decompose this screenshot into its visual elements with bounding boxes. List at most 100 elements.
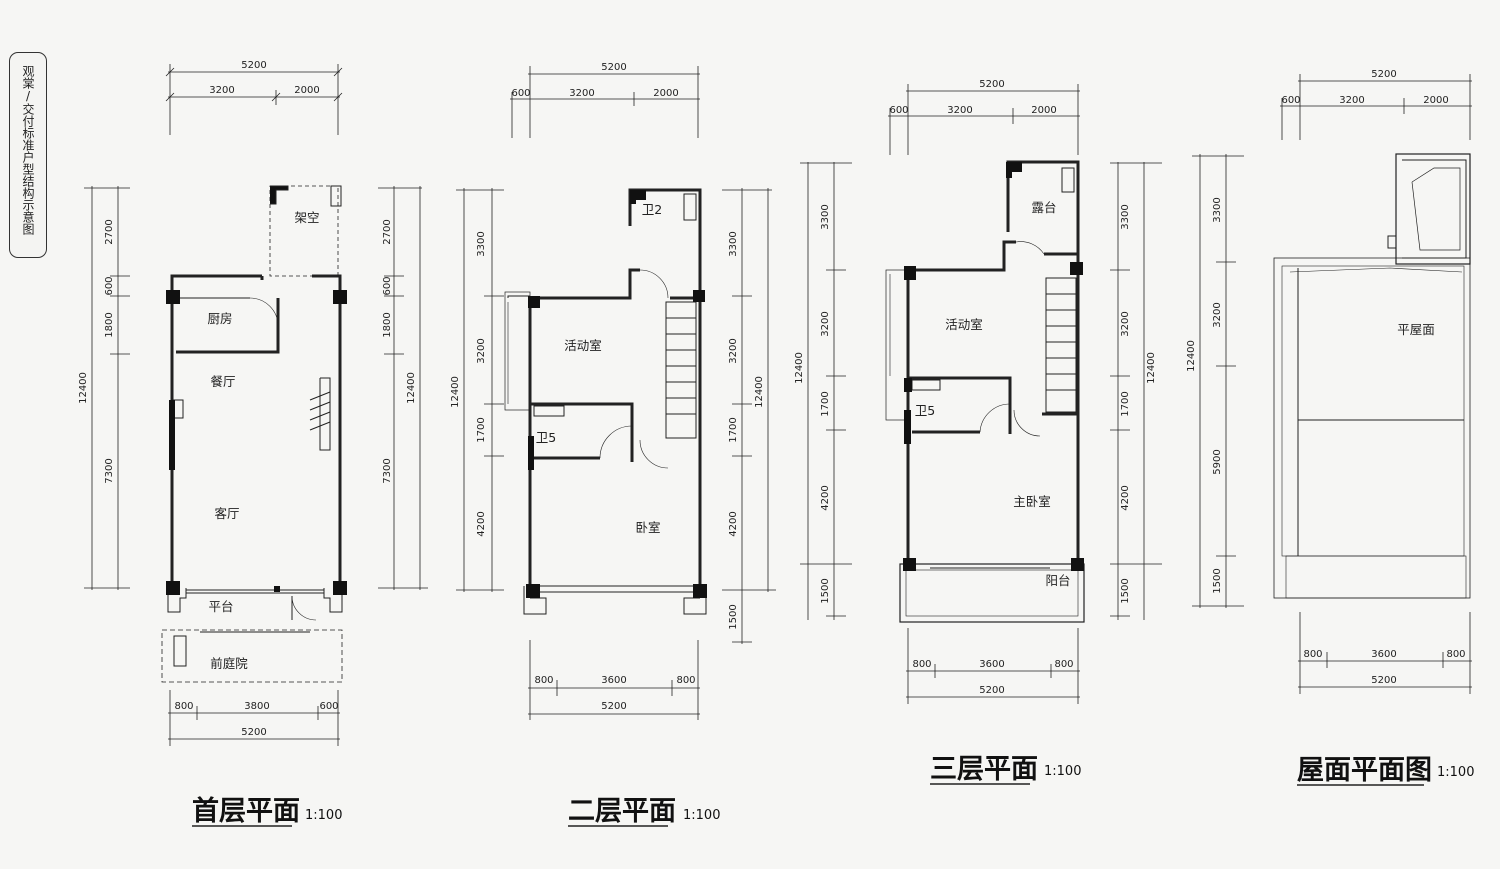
drawing-title-text: 观棠/交付标准户型结构示意图 (21, 65, 35, 235)
plan1-right-part: 600 (382, 276, 393, 295)
plan3-top-dimension (888, 84, 1080, 155)
plan4-bottom-dimension (1298, 612, 1472, 694)
plan2-top-total: 5200 (601, 62, 626, 73)
plan3-right-part: 3300 (1120, 204, 1131, 229)
plan-second-floor (456, 66, 776, 720)
plan3-left-total: 12400 (794, 352, 805, 384)
plan1-top-total: 5200 (241, 60, 266, 71)
plan1-left-dimension (84, 186, 130, 590)
plan2-bottom-part: 800 (534, 675, 553, 686)
plan1-left-part: 2700 (104, 219, 115, 244)
plan3-walls (906, 160, 1080, 564)
plan3-columns (903, 162, 1084, 571)
room-label: 餐厅 (210, 374, 235, 389)
plan1-top-dimension (165, 64, 343, 135)
plan4-scale: 1:100 (1437, 765, 1474, 780)
plan4-bottom-part: 800 (1303, 649, 1322, 660)
room-label: 平台 (208, 599, 233, 614)
plan4-outline (1273, 153, 1471, 599)
room-label: 露台 (1031, 200, 1056, 215)
plan1-title: 首层平面 (192, 795, 300, 827)
plan3-bottom-part: 800 (912, 659, 931, 670)
plan4-top-part: 600 (1281, 95, 1300, 106)
plan4-top-part: 2000 (1423, 95, 1448, 106)
plan2-right-part: 4200 (728, 511, 739, 536)
plan3-bottom-total: 5200 (979, 685, 1004, 696)
room-label: 主卧室 (1013, 494, 1051, 509)
plan2-bottom-part: 3600 (601, 675, 626, 686)
plan1-left-part: 1800 (104, 312, 115, 337)
plan2-walls (528, 188, 702, 588)
plan3-thin-lines (885, 167, 1085, 623)
plan3-right-part: 3200 (1120, 311, 1131, 336)
plan4-bottom-part: 3600 (1371, 649, 1396, 660)
plan1-walls (170, 274, 342, 588)
room-label: 活动室 (564, 338, 602, 353)
plan3-top-part: 2000 (1031, 105, 1056, 116)
plan2-scale: 1:100 (683, 808, 720, 823)
plan4-bottom-total: 5200 (1371, 675, 1396, 686)
plan3-top-part: 600 (889, 105, 908, 116)
plan3-bottom-part: 800 (1054, 659, 1073, 670)
plan1-bottom-part: 3800 (244, 701, 269, 712)
plan1-right-total: 12400 (406, 372, 417, 404)
plan1-bottom-part: 800 (174, 701, 193, 712)
plan1-left-total: 12400 (78, 372, 89, 404)
plan1-thin-lines (161, 185, 343, 683)
plan1-left-part: 7300 (104, 458, 115, 483)
plan3-right-part: 4200 (1120, 485, 1131, 510)
room-label: 阳台 (1045, 573, 1070, 588)
plan3-left-part: 1500 (820, 578, 831, 603)
plan2-right-part: 3300 (728, 231, 739, 256)
plan2-left-part: 1700 (476, 417, 487, 442)
plan-ground-floor (84, 64, 428, 746)
plan2-title: 二层平面 (568, 796, 676, 827)
room-label: 平屋面 (1397, 322, 1435, 337)
room-label: 架空 (294, 210, 319, 225)
plan3-left-part: 3300 (820, 204, 831, 229)
plan4-left-part: 1500 (1212, 568, 1223, 593)
plan1-bottom-dimension (168, 690, 340, 746)
plan3-right-part: 1700 (1120, 391, 1131, 416)
plan2-right-dimension (722, 188, 776, 644)
plan3-bottom-part: 3600 (979, 659, 1004, 670)
plan2-columns (526, 190, 707, 598)
plan4-left-part: 3300 (1212, 197, 1223, 222)
plan4-left-total: 12400 (1186, 340, 1197, 372)
plan2-bottom-dimension (528, 640, 700, 720)
plan2-left-part: 4200 (476, 511, 487, 536)
plan3-left-part: 1700 (820, 391, 831, 416)
plan3-right-dimension (1110, 162, 1162, 620)
plan1-top-part: 3200 (209, 85, 234, 96)
plan1-right-part: 1800 (382, 312, 393, 337)
plan2-right-part: 1700 (728, 417, 739, 442)
plan4-top-dimension (1280, 74, 1472, 140)
room-label: 厨房 (207, 311, 232, 326)
plan-roof (1192, 74, 1472, 694)
plan3-left-part: 4200 (820, 485, 831, 510)
plan4-left-part: 5900 (1212, 449, 1223, 474)
plan3-right-total: 12400 (1146, 352, 1157, 384)
plan2-right-part: 1500 (728, 604, 739, 629)
room-label: 卫2 (642, 202, 662, 217)
plan1-left-part: 600 (104, 276, 115, 295)
plan3-bottom-dimension (906, 628, 1080, 704)
room-label: 活动室 (945, 317, 983, 332)
plan1-bottom-part: 600 (319, 701, 338, 712)
plan4-bottom-part: 800 (1446, 649, 1465, 660)
plan2-left-total: 12400 (450, 376, 461, 408)
plan2-left-part: 3200 (476, 338, 487, 363)
plan2-top-part: 3200 (569, 88, 594, 99)
plan1-right-dimension (378, 186, 428, 590)
plan3-top-total: 5200 (979, 79, 1004, 90)
title-underlines (192, 783, 1424, 827)
plan1-right-part: 7300 (382, 458, 393, 483)
plan1-scale: 1:100 (305, 808, 342, 823)
room-label: 客厅 (214, 506, 239, 521)
plan2-top-dimension (510, 66, 700, 138)
plan4-top-total: 5200 (1371, 69, 1396, 80)
room-label: 卫5 (915, 403, 935, 418)
plan2-thin-lines (504, 193, 707, 615)
plan1-top-part: 2000 (294, 85, 319, 96)
